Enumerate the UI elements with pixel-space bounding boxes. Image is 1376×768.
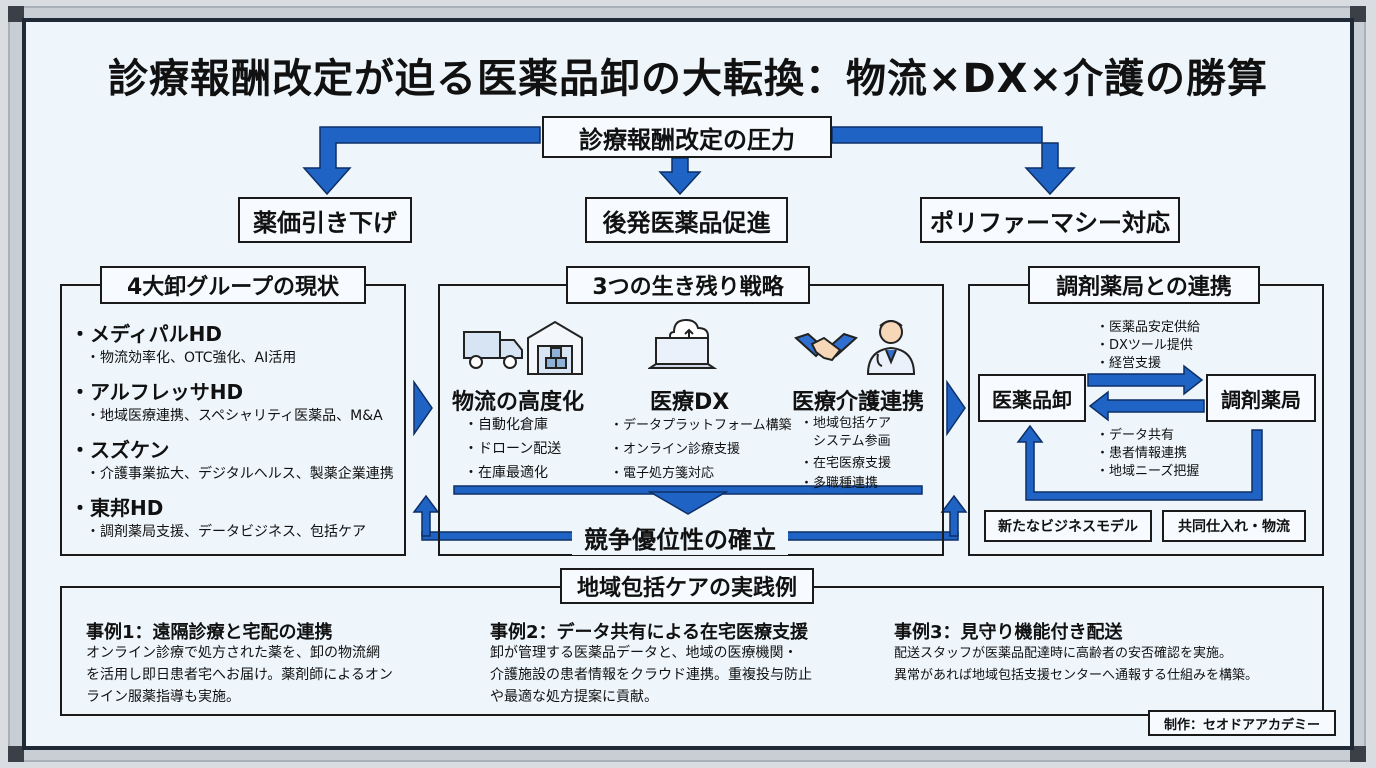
case-text: ライン服薬指導も実施。 xyxy=(86,689,240,705)
group-detail: ・地域医療連携、スペシャリティ医薬品、M&A xyxy=(86,408,383,424)
up-arrow-right xyxy=(940,494,968,537)
bottom-exchange-item: ・患者情報連携 xyxy=(1096,446,1188,461)
group-detail: ・物流効率化、OTC強化、AI活用 xyxy=(86,350,297,366)
bottom-exchange-item: ・地域ニーズ把握 xyxy=(1096,464,1200,479)
strategy-item: ・多職種連携 xyxy=(800,476,879,491)
warehouse-icon xyxy=(527,320,583,375)
top-exchange-item: ・経営支援 xyxy=(1096,356,1162,371)
group-name: ・アルフレッサHD xyxy=(70,380,244,404)
strategy-item: ・オンライン診療支援 xyxy=(610,442,741,457)
handshake-icon xyxy=(794,332,858,362)
strategy-item: ・在庫最適化 xyxy=(464,465,548,481)
pressure-box: 診療報酬改定の圧力 xyxy=(542,116,832,158)
wholesaler-node: 医薬品卸 xyxy=(978,374,1086,422)
bottom-exchange-item: ・データ共有 xyxy=(1096,428,1175,443)
case-text: 配送スタッフが医薬品配達時に高齢者の安否確認を実施。 xyxy=(894,646,1233,661)
doctor-icon xyxy=(866,320,916,375)
laptop-cloud-icon xyxy=(648,318,718,369)
group-name: ・メディパルHD xyxy=(70,322,222,346)
top-exchange-item: ・医薬品安定供給 xyxy=(1096,320,1201,335)
strategy-item: ・データプラットフォーム構築 xyxy=(610,418,792,433)
outcome-box: 共同仕入れ・物流 xyxy=(1162,510,1306,542)
strategy-item: システム参画 xyxy=(800,434,891,449)
merge-down-arrow xyxy=(647,491,729,515)
strategy-item: ・電子処方箋対応 xyxy=(610,466,715,481)
case-title: 事例2：データ共有による在宅医療支援 xyxy=(490,622,808,643)
case-title: 事例3：見守り機能付き配送 xyxy=(894,622,1123,643)
chevron-left-to-center xyxy=(413,379,433,437)
strategy-item: ・自動化倉庫 xyxy=(464,417,548,433)
strategy-title: 医療DX xyxy=(650,390,730,415)
case-text: 介護施設の患者情報をクラウド連携。重複投与防止 xyxy=(490,667,812,683)
feedback-loop-arrow xyxy=(1016,424,1263,501)
arrow-to-wholesaler xyxy=(1088,390,1205,422)
frame-corner xyxy=(1350,746,1366,762)
pressure-item-price-cut: 薬価引き下げ xyxy=(238,197,412,243)
truck-icon xyxy=(463,331,523,369)
strategy-title: 物流の高度化 xyxy=(452,390,585,415)
group-detail: ・介護事業拡大、デジタルヘルス、製薬企業連携 xyxy=(86,466,394,482)
pressure-item-polypharmacy: ポリファーマシー対応 xyxy=(920,197,1180,243)
case-title: 事例1：遠隔診療と宅配の連携 xyxy=(86,622,333,643)
chevron-center-to-right xyxy=(946,379,966,437)
pharmacy-node: 調剤薬局 xyxy=(1206,374,1316,422)
arrow-to-pharmacy xyxy=(1087,364,1204,396)
case-text: オンライン診療で処方された薬を、卸の物流網 xyxy=(86,645,380,661)
arrow-to-generic xyxy=(658,157,702,196)
main-title: 診療報酬改定が迫る医薬品卸の大転換：物流×DX×介護の勝算 xyxy=(107,56,1269,102)
strategy-title: 医療介護連携 xyxy=(792,390,925,415)
case-text: 異常があれば地域包括支援センターへ通報する仕組みを構築。 xyxy=(894,668,1259,683)
center-panel-title: 3つの生き残り戦略 xyxy=(566,266,810,304)
frame-corner xyxy=(1350,6,1366,22)
group-name: ・スズケン xyxy=(70,438,170,462)
bottom-panel-title: 地域包括ケアの実践例 xyxy=(560,568,814,604)
up-arrow-left xyxy=(412,494,440,537)
strategy-item: ・地域包括ケア xyxy=(800,416,892,431)
arrow-to-polypharmacy xyxy=(831,126,1076,196)
group-name: ・東邦HD xyxy=(70,496,164,520)
outcome-box: 新たなビジネスモデル xyxy=(984,510,1152,542)
arrow-to-price-cut xyxy=(302,126,541,196)
left-panel-title: 4大卸グループの現状 xyxy=(100,266,366,304)
credit-label: 制作：セオドアアカデミー xyxy=(1148,710,1336,736)
pressure-item-generic: 後発医薬品促進 xyxy=(585,197,788,243)
top-exchange-item: ・DXツール提供 xyxy=(1096,338,1193,353)
competitive-advantage-label: 競争優位性の確立 xyxy=(572,520,788,555)
case-text: 卸が管理する医薬品データと、地域の医療機関・ xyxy=(490,645,798,661)
strategy-item: ・在宅医療支援 xyxy=(800,456,892,471)
case-text: や最適な処方提案に貢献。 xyxy=(490,689,658,705)
frame-corner xyxy=(8,746,24,762)
case-text: を活用し即日患者宅へお届け。薬剤師によるオン xyxy=(86,667,393,683)
group-detail: ・調剤薬局支援、データビジネス、包括ケア xyxy=(86,524,366,540)
frame-corner xyxy=(8,6,24,22)
right-panel-title: 調剤薬局との連携 xyxy=(1028,266,1260,304)
strategy-item: ・ドローン配送 xyxy=(464,441,562,457)
